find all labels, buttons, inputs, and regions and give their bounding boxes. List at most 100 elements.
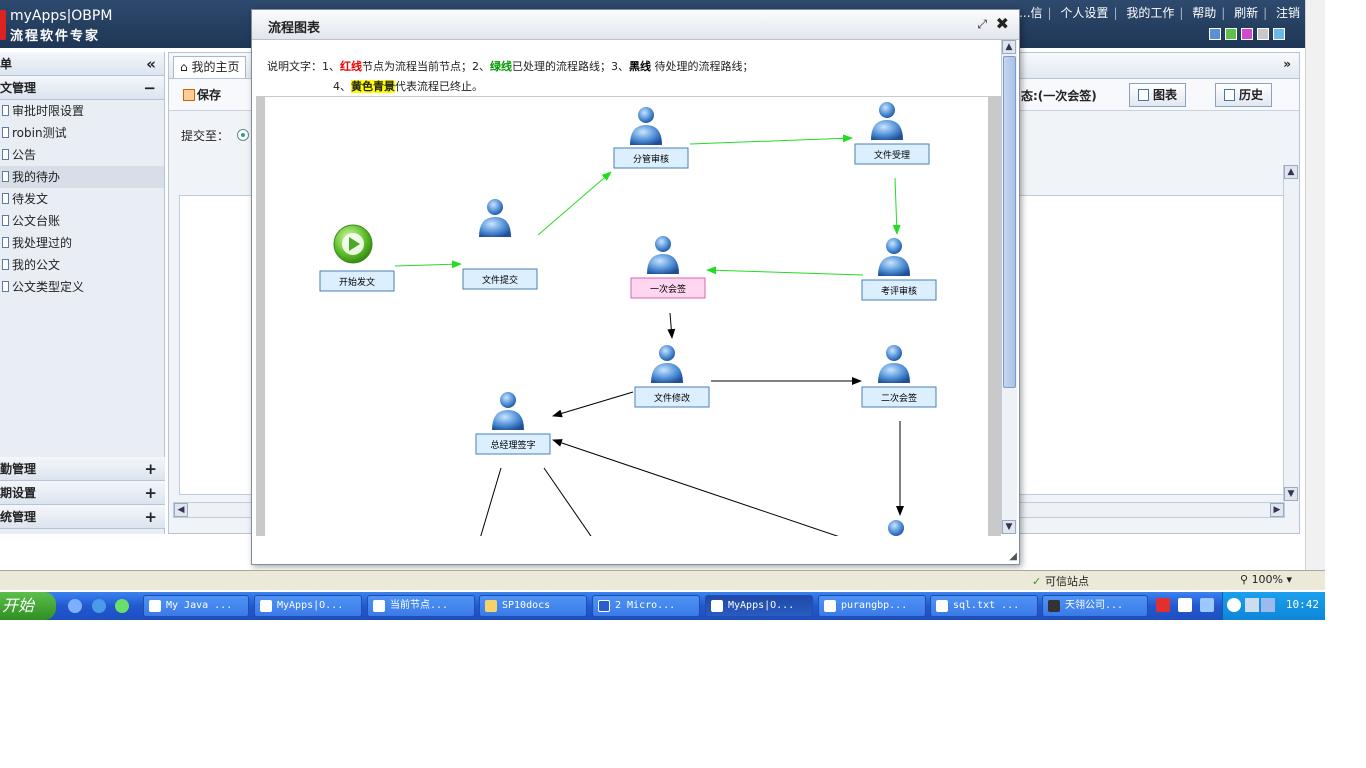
- flow-node-appraise[interactable]: 考评审核: [861, 238, 937, 301]
- scroll-left-icon[interactable]: ◀: [174, 503, 188, 517]
- close-icon[interactable]: ✖: [995, 14, 1009, 33]
- clock: 10:42: [1285, 598, 1319, 611]
- flow-node-accept[interactable]: 文件受理: [854, 102, 930, 165]
- task-tianling[interactable]: 天翎公司...: [1042, 595, 1148, 617]
- sidebar-section-system[interactable]: 统管理+: [0, 505, 165, 529]
- task-current-node[interactable]: 当前节点...: [367, 595, 475, 617]
- play-icon: [349, 237, 360, 251]
- quicklaunch-ie-icon[interactable]: [92, 599, 106, 613]
- scroll-down-icon[interactable]: ▼: [1002, 520, 1016, 534]
- sidebar-section-attendance[interactable]: 勤管理+: [0, 457, 165, 481]
- document-icon: [2, 149, 9, 160]
- task-word[interactable]: 2 Micro...: [592, 595, 700, 617]
- zoom-icon: ⚲: [1240, 573, 1252, 586]
- theme-swatch-green[interactable]: [1225, 28, 1237, 40]
- nav-help[interactable]: 帮助: [1192, 6, 1217, 20]
- edge-appraise-first: [706, 266, 864, 276]
- start-button[interactable]: 开始: [0, 592, 56, 620]
- sidebar-collapse-icon[interactable]: «: [146, 55, 156, 73]
- tray-computer-icon[interactable]: [1261, 598, 1275, 612]
- task-sql-txt[interactable]: sql.txt ...: [930, 595, 1038, 617]
- eclipse-icon: [149, 600, 161, 612]
- sidebar-section-period[interactable]: 期设置+: [0, 481, 165, 505]
- task-myapps-1[interactable]: MyApps|O...: [254, 595, 362, 617]
- tray-option-icon[interactable]: [1200, 598, 1214, 612]
- resize-grip-icon[interactable]: ◢: [1009, 551, 1017, 562]
- flow-node-first-sign[interactable]: 一次会签: [630, 236, 706, 299]
- user-icon: [888, 520, 904, 536]
- theme-swatch-lightblue[interactable]: [1273, 28, 1285, 40]
- tab-menu-icon[interactable]: »: [1283, 57, 1291, 71]
- scroll-down-icon[interactable]: ▼: [1284, 487, 1298, 501]
- edge-first-modify: [667, 312, 676, 339]
- sidebar-item-my-todo[interactable]: 我的待办: [0, 166, 164, 188]
- nav-my-work[interactable]: 我的工作: [1126, 6, 1175, 20]
- task-sp10docs[interactable]: SP10docs: [479, 595, 587, 617]
- nav-messages[interactable]: ...信: [1019, 6, 1043, 20]
- main-vertical-scrollbar[interactable]: ▲ ▼: [1283, 165, 1299, 501]
- sidebar-item-approval-time[interactable]: 审批时限设置: [0, 100, 164, 122]
- user-icon: [878, 345, 910, 383]
- nav-personal-settings[interactable]: 个人设置: [1060, 6, 1109, 20]
- nav-logout[interactable]: 注销: [1275, 6, 1300, 20]
- scroll-up-icon[interactable]: ▲: [1002, 40, 1016, 54]
- flow-node-submit[interactable]: 文件提交: [462, 199, 538, 290]
- tab-home[interactable]: ⌂ 我的主页: [173, 56, 247, 78]
- tray-ime-icon[interactable]: [1156, 598, 1170, 612]
- tray-help-icon[interactable]: [1178, 598, 1192, 612]
- dialog-title-bar[interactable]: 流程图表 ⤢ ✖: [252, 10, 1019, 40]
- browser-scrollbar[interactable]: [1305, 0, 1325, 570]
- theme-swatch-blue[interactable]: [1209, 28, 1221, 40]
- nav-refresh[interactable]: 刷新: [1234, 6, 1259, 20]
- scroll-right-icon[interactable]: ▶: [1270, 503, 1284, 517]
- flow-node-start[interactable]: 开始发文: [319, 224, 395, 292]
- zoom-level[interactable]: ⚲ 100% ▾: [1240, 573, 1293, 586]
- task-purangbp[interactable]: purangbp...: [818, 595, 926, 617]
- save-button[interactable]: 保存: [183, 86, 221, 103]
- ie-icon: [711, 600, 723, 612]
- sidebar-menu-header: 单 «: [0, 52, 164, 76]
- history-button[interactable]: 历史: [1215, 83, 1273, 107]
- flow-canvas: 开始发文 文件提交 分管审核 文件受理 考评审核: [256, 96, 1001, 536]
- flow-node-second-sign[interactable]: 二次会签: [861, 345, 937, 408]
- sidebar-item-pending-send[interactable]: 待发文: [0, 188, 164, 210]
- dialog-vertical-scrollbar[interactable]: ▲ ▼: [1001, 40, 1017, 534]
- scrollbar-thumb[interactable]: [1003, 56, 1016, 388]
- expand-icon[interactable]: +: [144, 484, 157, 502]
- top-nav: ...信| 个人设置| 我的工作| 帮助| 刷新| 注销: [1019, 6, 1300, 20]
- quicklaunch-desktop-icon[interactable]: [68, 599, 82, 613]
- flow-node-branch-review[interactable]: 分管审核: [613, 107, 689, 169]
- chart-button[interactable]: 图表: [1129, 83, 1187, 107]
- sidebar-section-doc-management[interactable]: 文管理 −: [0, 76, 164, 100]
- sidebar-item-processed[interactable]: 我处理过的: [0, 232, 164, 254]
- tray-arrow-icon[interactable]: [1227, 598, 1241, 612]
- expand-icon[interactable]: ⤢: [977, 17, 987, 31]
- document-icon: [2, 215, 9, 226]
- expand-icon[interactable]: +: [144, 508, 157, 526]
- node-label-branch-review: 分管审核: [633, 153, 669, 165]
- submit-radio[interactable]: [237, 129, 249, 141]
- section-collapse-icon[interactable]: −: [143, 79, 156, 97]
- flow-node-gm-sign[interactable]: 总经理签字: [475, 392, 551, 455]
- sidebar-item-doc-types[interactable]: 公文类型定义: [0, 276, 164, 298]
- sidebar-item-robin-test[interactable]: robin测试: [0, 122, 164, 144]
- document-icon: [2, 281, 9, 292]
- theme-swatch-gray[interactable]: [1257, 28, 1269, 40]
- task-myapps-active[interactable]: MyApps|O...: [705, 595, 813, 617]
- quicklaunch-app-icon[interactable]: [115, 599, 129, 613]
- node-label-gm-sign: 总经理签字: [490, 439, 535, 451]
- tray-network-icon[interactable]: [1245, 598, 1259, 612]
- task-my-java[interactable]: My Java ...: [143, 595, 249, 617]
- sidebar-item-notice[interactable]: 公告: [0, 144, 164, 166]
- flow-node-partial-bottom[interactable]: [880, 520, 912, 536]
- os-taskbar: 开始 My Java ... MyApps|O... 当前节点... SP10d…: [0, 592, 1325, 620]
- flow-node-modify[interactable]: 文件修改: [634, 345, 710, 408]
- expand-icon[interactable]: +: [144, 460, 157, 478]
- submit-to-label: 提交至：: [181, 129, 230, 143]
- theme-swatch-magenta[interactable]: [1241, 28, 1253, 40]
- history-icon: [1224, 89, 1235, 101]
- sidebar-item-doc-ledger[interactable]: 公文台账: [0, 210, 164, 232]
- sidebar-item-my-docs[interactable]: 我的公文: [0, 254, 164, 276]
- scroll-up-icon[interactable]: ▲: [1284, 165, 1298, 179]
- legend-line-1: 说明文字：1、红线节点为流程当前节点；2、绿线已处理的流程路线；3、黑线 待处理…: [267, 60, 754, 73]
